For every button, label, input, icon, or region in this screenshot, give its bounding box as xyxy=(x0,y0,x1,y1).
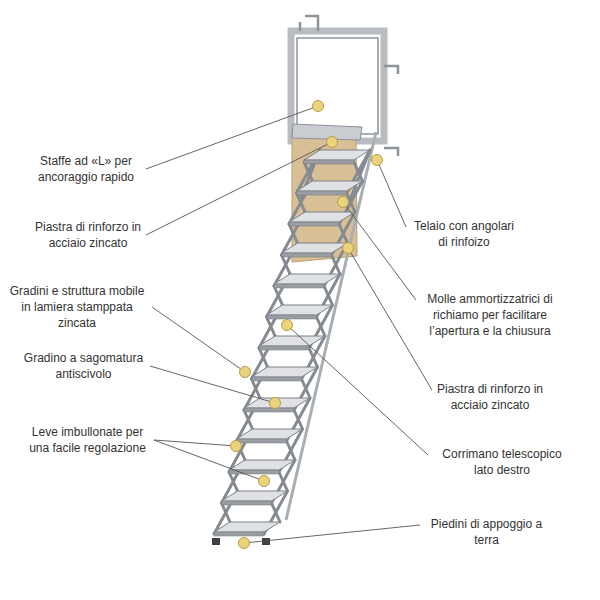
tread xyxy=(252,367,318,381)
callout-dot xyxy=(327,137,338,148)
frame-outer xyxy=(291,31,384,141)
leader-line xyxy=(346,206,416,300)
ladder-foot xyxy=(212,538,220,545)
callout-label: Molle ammortizzatrici di richiamo per fa… xyxy=(420,291,560,339)
callout-label: Leve imbullonate per una facile regolazi… xyxy=(25,424,150,456)
ceiling-frame xyxy=(291,16,398,156)
callout-dot xyxy=(270,398,281,409)
tread xyxy=(267,305,333,319)
tread-top xyxy=(282,243,348,253)
callout-dot xyxy=(240,367,251,378)
callout-dot xyxy=(259,476,270,487)
callout-dot xyxy=(313,101,324,112)
tread-front xyxy=(237,439,287,443)
tread xyxy=(304,150,370,164)
leader-line xyxy=(154,440,231,446)
leader-line xyxy=(146,108,313,169)
tread xyxy=(259,336,325,350)
tread-front xyxy=(244,408,294,412)
tread-front xyxy=(252,377,302,381)
callout-label: Gradino a sagomatura antiscivolo xyxy=(21,350,146,382)
tread xyxy=(222,491,288,505)
tread xyxy=(214,522,280,536)
l-bracket xyxy=(384,66,398,74)
leader-line xyxy=(351,252,432,390)
callout-dot xyxy=(343,243,354,254)
tread-top xyxy=(244,398,310,408)
tread-front xyxy=(289,222,339,226)
frame-inner xyxy=(297,38,378,134)
telescopic-handrail xyxy=(286,132,376,520)
tread-top xyxy=(267,305,333,315)
callout-label: Piedini di appoggio a terra xyxy=(424,516,549,548)
tread-top xyxy=(274,274,340,284)
tread-front xyxy=(304,160,354,164)
scissor-ladder xyxy=(212,132,376,545)
tread xyxy=(297,181,363,195)
tread-front xyxy=(222,501,272,505)
callout-dot xyxy=(231,441,242,452)
callout-label: Gradini e struttura mobile in lamiera st… xyxy=(6,283,148,331)
tread-front xyxy=(214,532,264,536)
callout-label: Telaio con angolari di rinfoizo xyxy=(410,218,518,250)
callout-dots xyxy=(231,101,383,549)
l-bracket xyxy=(384,148,398,156)
tread-top xyxy=(289,212,355,222)
callout-label: Piastra di rinforzo in acciaio zincato xyxy=(34,219,142,251)
tread-top xyxy=(237,429,303,439)
tread-top xyxy=(214,522,280,532)
reinforcement-plate xyxy=(292,124,362,140)
tread xyxy=(289,212,355,226)
callout-label: Staffe ad «L» per ancoraggio rapido xyxy=(30,153,142,185)
tread-top xyxy=(297,181,363,191)
l-bracket xyxy=(305,16,318,31)
tread-top xyxy=(259,336,325,346)
tread-front xyxy=(274,284,324,288)
callout-label: Piastra di rinforzo in acciaio zincato xyxy=(436,381,544,413)
l-bracket xyxy=(299,22,302,31)
tread xyxy=(237,429,303,443)
tread xyxy=(274,274,340,288)
tread xyxy=(282,243,348,257)
leader-line xyxy=(291,328,428,455)
tread-top xyxy=(222,491,288,501)
tread-front xyxy=(259,346,309,350)
tread-front xyxy=(282,253,332,257)
leader-line xyxy=(146,144,328,235)
ladder-foot xyxy=(262,538,270,545)
tread xyxy=(244,398,310,412)
callout-label: Corrimano telescopico lato destro xyxy=(432,446,572,478)
leader-line xyxy=(154,440,259,479)
tread-front xyxy=(267,315,317,319)
callout-dot xyxy=(239,538,250,549)
leader-line xyxy=(150,366,270,402)
callout-dot xyxy=(282,320,293,331)
tread-top xyxy=(252,367,318,377)
leader-line xyxy=(379,165,406,227)
leader-line xyxy=(152,307,241,369)
tread-front xyxy=(297,191,347,195)
leader-line xyxy=(249,525,420,542)
leader-lines xyxy=(146,108,432,543)
callout-dot xyxy=(338,197,349,208)
tread-top xyxy=(229,460,295,470)
callout-dot xyxy=(372,155,383,166)
